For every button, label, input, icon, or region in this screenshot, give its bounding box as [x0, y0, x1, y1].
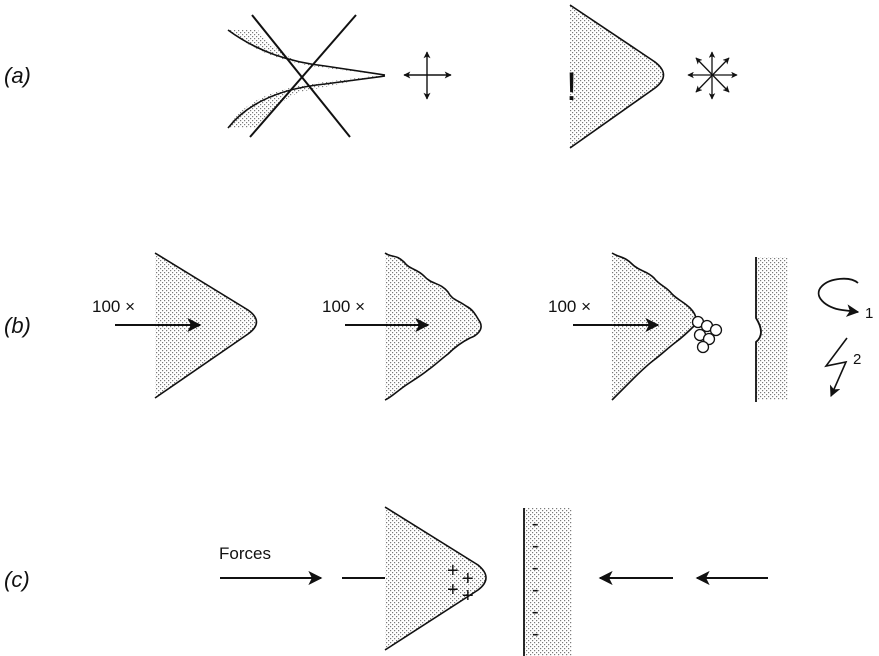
curved-arrow-icon	[817, 277, 860, 317]
surface-charge-4: -	[532, 579, 539, 601]
surface-charge-1: -	[532, 513, 539, 535]
tip-b2-rough	[384, 252, 482, 401]
blunt-tip	[569, 4, 665, 149]
arrow-label-1: 1	[865, 305, 873, 322]
cross-line-2	[249, 14, 357, 138]
blunt-tip-body	[570, 5, 664, 148]
row-label-a: (a)	[4, 63, 31, 88]
thin-tip-body	[228, 30, 383, 128]
sample-surface-b	[755, 257, 788, 402]
magnification-label-2: 100 ×	[322, 297, 365, 316]
eight-way-arrow-icon	[687, 51, 738, 100]
surface-charge-6: -	[532, 623, 539, 645]
magnification-label-1: 100 ×	[92, 297, 135, 316]
tip-charge-3: +	[447, 579, 459, 601]
tip-b3-contaminated	[611, 252, 697, 401]
cross-line-1	[251, 14, 351, 138]
surface-charge-5: -	[532, 601, 539, 623]
row-label-b: (b)	[4, 313, 31, 338]
surface-charge-2: -	[532, 535, 539, 557]
zigzag-arrow-icon	[824, 337, 848, 398]
tip-b1-smooth	[154, 252, 258, 399]
arrow-label-2: 2	[853, 351, 861, 368]
tip-c-charged	[384, 506, 487, 651]
four-way-arrow-icon	[403, 51, 452, 100]
thin-tip-outline-top	[227, 29, 386, 76]
tip-charge-4: +	[462, 585, 474, 607]
warning-mark: !	[566, 65, 577, 109]
sample-surface-c	[523, 508, 572, 656]
forces-label: Forces	[219, 544, 271, 563]
blunt-tip-outline	[569, 4, 665, 149]
tip-charge-1: +	[447, 560, 459, 582]
adsorbed-particles	[691, 315, 723, 354]
magnification-label-3: 100 ×	[548, 297, 591, 316]
thin-tip-crossed	[227, 14, 386, 138]
tip-charge-2: +	[462, 568, 474, 590]
surface-charge-3: -	[532, 557, 539, 579]
row-label-c: (c)	[4, 567, 30, 592]
thin-tip-outline-bottom	[227, 75, 386, 129]
